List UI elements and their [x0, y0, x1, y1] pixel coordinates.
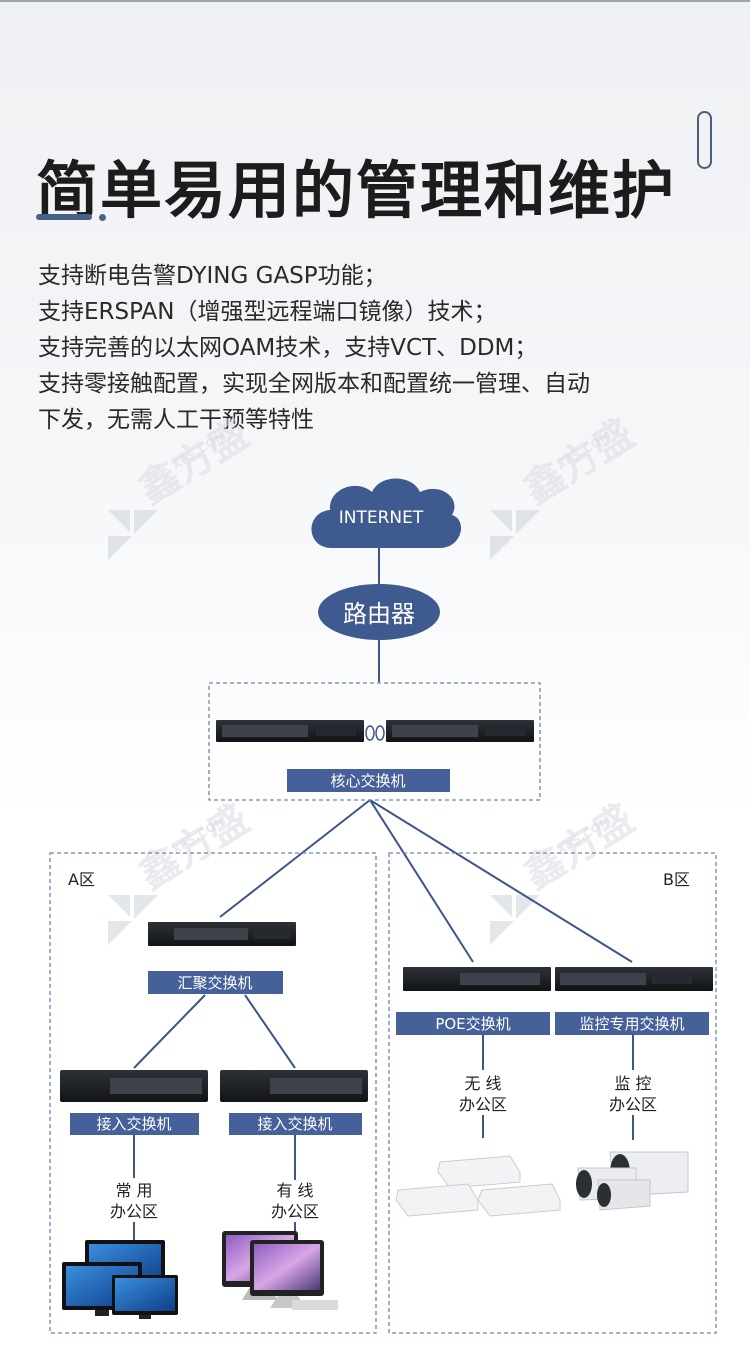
monitor-switch-label-bar: 监控专用交换机 — [555, 1012, 709, 1035]
office-common-label-2: 办公区 — [110, 1202, 158, 1221]
feature-item: 支持ERSPAN（增强型远程端口镜像）技术； — [38, 299, 497, 325]
aggregation-switch-label: 汇聚交换机 — [177, 974, 252, 992]
desktop-monitors-icon — [62, 1240, 178, 1319]
connection-lines — [133, 545, 634, 1240]
watermark-logo: 鑫方盛 XFS.COM — [490, 411, 642, 560]
office-wireless-label-2: 办公区 — [459, 1095, 507, 1114]
watermark-brand: 鑫方盛 — [131, 796, 257, 899]
router-label: 路由器 — [343, 600, 415, 628]
all-in-one-pc-icon — [222, 1231, 338, 1310]
watermark-logo: 鑫方盛 XFS.COM — [490, 796, 642, 945]
monitor-switch-icon — [555, 967, 713, 991]
zone-a-box — [49, 852, 377, 1334]
office-monitor-label-2: 办公区 — [609, 1095, 657, 1114]
internet-label: INTERNET — [339, 508, 424, 528]
surveillance-camera-icon — [576, 1151, 689, 1211]
poe-switch-label-bar: POE交换机 — [396, 1012, 550, 1035]
wireless-ap-icon — [395, 1155, 561, 1217]
feature-list: 支持断电告警DYING GASP功能； 支持ERSPAN（增强型远程端口镜像）技… — [38, 258, 688, 438]
watermark-brand: 鑫方盛 — [516, 796, 642, 899]
watermark-brand: 鑫方盛 — [131, 411, 257, 514]
core-switch-label: 核心交换机 — [330, 772, 405, 790]
monitor-switch-label: 监控专用交换机 — [579, 1015, 684, 1033]
access-switch-icon — [60, 1070, 368, 1102]
title-underline-dot — [99, 214, 106, 221]
access-switch-label-bar-2: 接入交换机 — [229, 1113, 362, 1135]
feature-item: 支持零接触配置，实现全网版本和配置统一管理、自动 — [38, 371, 590, 397]
access-switch-label-bar-1: 接入交换机 — [70, 1113, 199, 1135]
office-common-label-1: 常 用 — [115, 1181, 152, 1200]
watermark-brand: 鑫方盛 — [516, 411, 642, 514]
poe-switch-icon — [403, 967, 551, 991]
office-wired-label-1: 有 线 — [276, 1181, 313, 1200]
page-title: 简单易用的管理和维护 — [36, 153, 677, 227]
office-wired-label-2: 办公区 — [271, 1202, 319, 1221]
feature-item: 支持完善的以太网OAM技术，支持VCT、DDM； — [38, 335, 538, 361]
core-switch-label-bar: 核心交换机 — [287, 769, 450, 792]
zone-b-label: B区 — [663, 870, 690, 889]
watermark-logo: 鑫方盛 XFS.COM — [108, 411, 257, 560]
feature-item: 支持断电告警DYING GASP功能； — [38, 263, 387, 289]
aggregation-switch-label-bar: 汇聚交换机 — [148, 971, 283, 994]
zone-a-label: A区 — [68, 870, 95, 889]
router-node: 路由器 — [318, 584, 440, 640]
aggregation-switch-icon — [148, 922, 296, 946]
title-underline — [36, 214, 92, 220]
core-switch-icon — [216, 720, 534, 742]
access-switch-label-1: 接入交换机 — [96, 1115, 171, 1133]
poe-switch-label: POE交换机 — [435, 1015, 510, 1033]
office-wireless-label-1: 无 线 — [464, 1074, 501, 1093]
decorative-pill — [697, 111, 712, 169]
feature-item: 下发，无需人工干预等特性 — [38, 407, 314, 433]
zone-b-box — [388, 852, 717, 1334]
internet-cloud-icon: INTERNET — [311, 478, 462, 548]
access-switch-label-2: 接入交换机 — [257, 1115, 332, 1133]
office-monitor-label-1: 监 控 — [614, 1074, 651, 1093]
top-divider — [0, 0, 750, 2]
